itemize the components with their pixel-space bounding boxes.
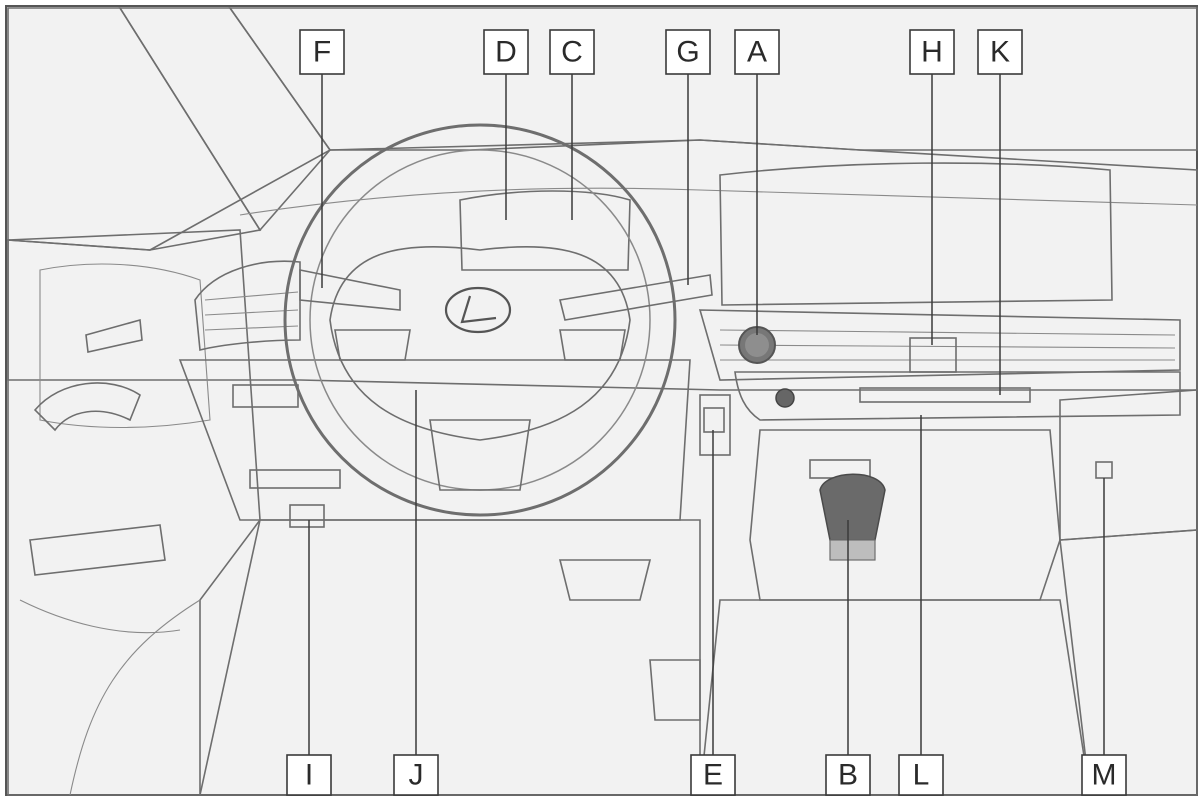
svg-text:I: I	[305, 759, 313, 792]
start-button-icon	[738, 326, 776, 364]
wheel-hub	[329, 245, 631, 441]
trunk-switch	[703, 407, 725, 433]
interior-illustration	[7, 7, 1198, 796]
left-stalk	[299, 269, 401, 311]
callout-C: C	[549, 29, 595, 75]
center-display	[719, 162, 1113, 306]
left-spoke-buttons	[334, 329, 411, 361]
callout-H: H	[909, 29, 955, 75]
callouts: F D C G A H K I J E B L M	[286, 29, 1127, 796]
switch-panel-left	[232, 384, 299, 408]
callout-M: M	[1081, 754, 1127, 796]
svg-text:B: B	[838, 759, 858, 792]
svg-text:M: M	[1092, 759, 1117, 792]
callout-A: A	[734, 29, 780, 75]
shift-knob-icon	[819, 473, 886, 561]
door-handle	[33, 382, 141, 432]
callout-E: E	[690, 754, 736, 796]
svg-text:K: K	[990, 36, 1010, 69]
door-contour	[19, 599, 181, 634]
svg-text:C: C	[561, 36, 583, 69]
dash-side-panel	[699, 394, 731, 456]
svg-text:E: E	[703, 759, 723, 792]
brake-pedal	[558, 559, 652, 601]
door-trim	[39, 263, 211, 429]
right-stalk	[559, 274, 713, 321]
svg-text:J: J	[409, 759, 424, 792]
climate-buttons	[859, 387, 1031, 403]
callout-J: J	[393, 754, 439, 796]
window-switches	[29, 524, 166, 576]
center-vents	[698, 309, 1181, 381]
volume-knob	[775, 388, 795, 408]
lower-spoke	[429, 419, 531, 491]
door-contour-2	[69, 599, 201, 796]
passenger-footwell	[1059, 529, 1198, 796]
svg-text:G: G	[676, 36, 699, 69]
callout-K: K	[977, 29, 1023, 75]
steering-wheel	[283, 123, 713, 517]
svg-text:H: H	[921, 36, 943, 69]
svg-text:A: A	[747, 36, 767, 69]
right-spoke-buttons	[559, 329, 626, 361]
leader-lines	[308, 74, 1105, 755]
lexus-logo-icon	[444, 286, 512, 334]
callout-L: L	[898, 754, 944, 796]
svg-text:D: D	[495, 36, 517, 69]
door-speaker	[85, 318, 143, 353]
callout-F: F	[299, 29, 345, 75]
left-air-vent	[194, 260, 301, 352]
callout-D: D	[483, 29, 529, 75]
hood-release-lever	[289, 504, 325, 528]
diagram-frame	[5, 5, 1198, 796]
accelerator-pedal	[649, 659, 701, 721]
svg-text:F: F	[313, 36, 331, 69]
dashboard	[7, 139, 1198, 391]
callout-G: G	[665, 29, 711, 75]
switch-panel-lower	[249, 469, 341, 489]
control-panel	[734, 371, 1181, 421]
callout-I: I	[286, 754, 332, 796]
svg-text:L: L	[913, 759, 930, 792]
callout-B: B	[825, 754, 871, 796]
